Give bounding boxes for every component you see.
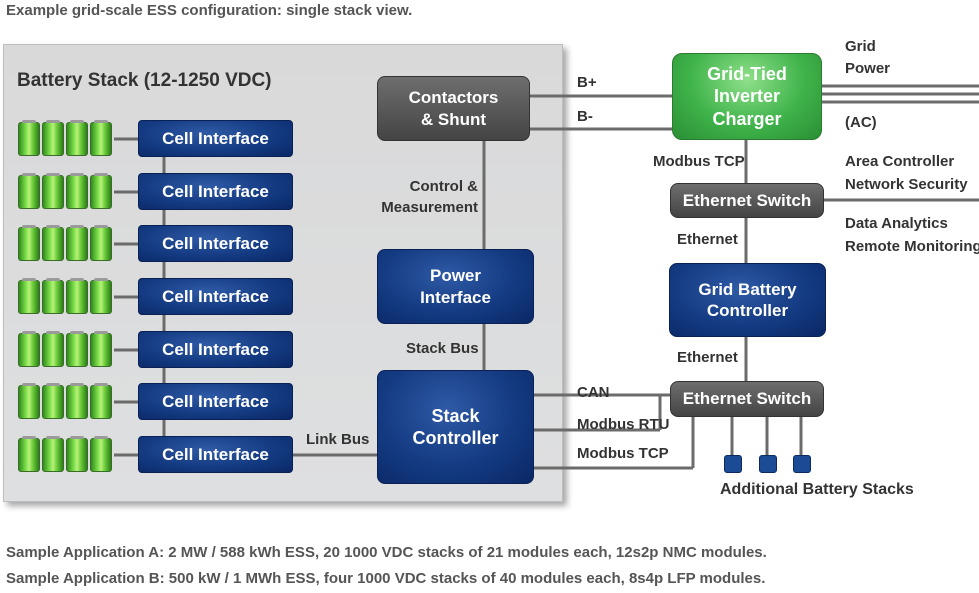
grid-tied-inverter-box: Grid-Tied Inverter Charger — [672, 53, 822, 140]
control-measurement-label: Control & Measurement — [368, 178, 478, 216]
battery-module-icon — [18, 278, 114, 314]
contactors-line2: & Shunt — [420, 109, 487, 129]
additional-stack-icon — [793, 455, 811, 473]
stack-controller-box: Stack Controller — [377, 370, 534, 484]
gbc-line1: Grid Battery — [698, 279, 797, 299]
diagram-caption: Example grid-scale ESS configuration: si… — [6, 2, 413, 19]
network-security-label: Network Security — [845, 176, 968, 193]
grid-label: Grid — [845, 38, 876, 55]
inverter-line3: Charger — [712, 108, 782, 129]
sample-application-a: Sample Application A: 2 MW / 588 kWh ESS… — [6, 544, 767, 561]
ethernet-label-2: Ethernet — [677, 349, 738, 366]
link-bus-label: Link Bus — [306, 431, 370, 448]
inverter-line1: Grid-Tied — [707, 63, 787, 84]
additional-stacks-label: Additional Battery Stacks — [720, 481, 914, 498]
b-plus-label: B+ — [577, 74, 597, 91]
cell-interface-box: Cell Interface — [138, 278, 293, 315]
power-label: Power — [845, 60, 891, 77]
ac-label: (AC) — [845, 114, 877, 131]
modbus-tcp-inverter-label: Modbus TCP — [653, 153, 745, 170]
battery-module-icon — [18, 383, 114, 419]
modbus-tcp-label: Modbus TCP — [577, 445, 669, 462]
stack-controller-line1: Stack — [431, 405, 480, 426]
can-label: CAN — [577, 384, 610, 401]
power-interface-line1: Power — [429, 266, 482, 286]
contactors-line1: Contactors — [408, 88, 499, 108]
modbus-rtu-label: Modbus RTU — [577, 416, 670, 433]
ethernet-switch-top: Ethernet Switch — [670, 183, 824, 218]
data-analytics-label: Data Analytics — [845, 215, 948, 232]
stack-controller-line2: Controller — [412, 428, 499, 448]
battery-stack-title: Battery Stack (12-1250 VDC) — [17, 70, 272, 91]
inverter-line2: Inverter — [713, 86, 781, 107]
b-minus-label: B- — [577, 108, 593, 125]
stack-bus-label: Stack Bus — [406, 340, 479, 357]
power-interface-line2: Interface — [420, 287, 491, 307]
battery-module-icon — [18, 436, 114, 472]
contactors-shunt-box: Contactors & Shunt — [377, 76, 530, 141]
cell-interface-box: Cell Interface — [138, 331, 293, 368]
cell-interface-box: Cell Interface — [138, 436, 293, 473]
cell-interface-box: Cell Interface — [138, 173, 293, 210]
additional-stack-icon — [724, 455, 742, 473]
power-interface-box: Power Interface — [377, 249, 534, 324]
cell-interface-box: Cell Interface — [138, 120, 293, 157]
battery-module-icon — [18, 331, 114, 367]
sample-application-b: Sample Application B: 500 kW / 1 MWh ESS… — [6, 570, 766, 587]
gbc-line2: Controller — [706, 301, 789, 320]
additional-stack-icon — [759, 455, 777, 473]
battery-module-icon — [18, 120, 114, 156]
ethernet-label-1: Ethernet — [677, 231, 738, 248]
control-meas-line2: Measurement — [381, 199, 478, 216]
area-controller-label: Area Controller — [845, 153, 955, 170]
ethernet-switch-bottom: Ethernet Switch — [670, 381, 824, 417]
cell-interface-box: Cell Interface — [138, 383, 293, 420]
cell-interface-box: Cell Interface — [138, 225, 293, 262]
control-meas-line1: Control & — [409, 178, 478, 195]
grid-battery-controller-box: Grid Battery Controller — [669, 263, 826, 337]
battery-module-icon — [18, 225, 114, 261]
battery-module-icon — [18, 173, 114, 209]
remote-monitoring-label: Remote Monitoring — [845, 238, 979, 255]
